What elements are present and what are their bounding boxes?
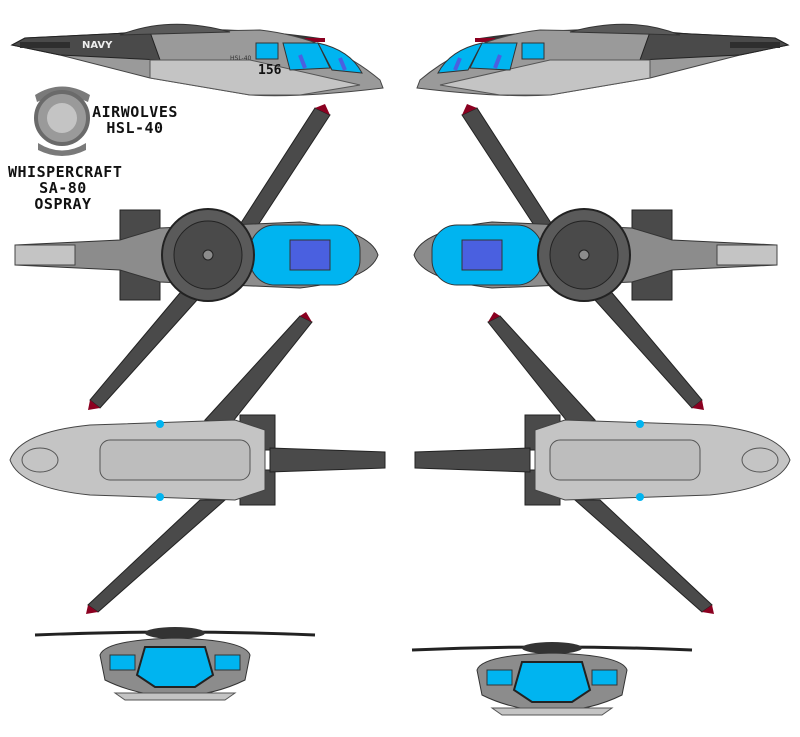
squadron-designation: HSL-40: [106, 119, 164, 137]
top-view-right: [413, 103, 778, 411]
squadron-name: AIRWOLVES: [92, 103, 178, 121]
navy-marking: NAVY: [82, 40, 113, 51]
bottom-view-right: [414, 311, 791, 615]
unit-marking: HSL-40: [230, 55, 252, 62]
aircraft-maker: WHISPERCRAFT: [8, 163, 123, 181]
front-view-right: [410, 640, 694, 717]
tail-number: 156: [258, 63, 282, 78]
squadron-patch: [34, 86, 90, 156]
side-view-right: [415, 22, 790, 98]
side-view-left: [10, 22, 385, 98]
aircraft-model: SA-80 OSPRAY: [34, 179, 92, 213]
front-view-left: [33, 625, 317, 702]
bottom-view-left: [9, 311, 386, 615]
